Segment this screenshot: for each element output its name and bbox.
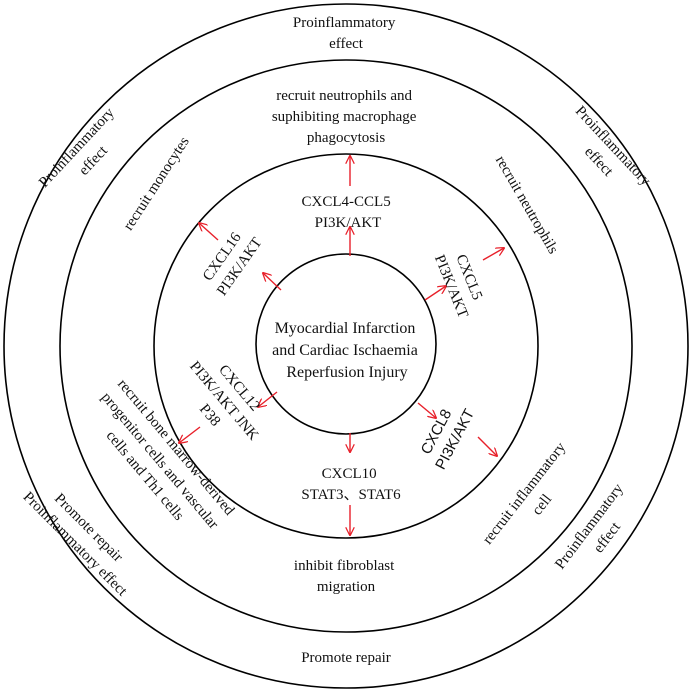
- inner-bottom-label: CXCL10 STAT3、STAT6: [301, 466, 401, 503]
- inner-upper-right-label: CXCL5 PI3K/AKT: [431, 245, 489, 320]
- outer-lower-left-label: Promote repair Proinflammatory effect: [20, 474, 146, 600]
- arrow-upper-right-inner: [424, 286, 446, 301]
- middle-bottom-label: inhibit fibroblast migration: [294, 558, 398, 595]
- middle-ring: [59, 59, 633, 633]
- inner-upper-left-label: CXCL16 PI3K/AKT: [198, 224, 266, 299]
- outer-upper-left-label: Proinflammatory effect: [36, 102, 136, 205]
- arrow-lower-left-inner: [258, 391, 278, 407]
- middle-upper-right-label: recruit neutrophils: [492, 153, 561, 257]
- outer-ring: [3, 3, 689, 689]
- inner-top-label: CXCL4-CCL5 PI3K/AKT: [302, 194, 395, 231]
- inner-lower-left-label: CXCL12 PI3K/AKT JNK P38: [171, 346, 279, 460]
- inner-ring: [153, 153, 539, 539]
- center-label: Myocardial Infarction and Cardiac Ischae…: [272, 320, 422, 381]
- outer-bottom-label: Promote repair: [301, 650, 391, 666]
- center-circle: [255, 253, 437, 435]
- middle-upper-left-label: recruit monocytes: [121, 134, 193, 233]
- arrow-upper-left-inner: [263, 273, 282, 291]
- arrow-lower-left-outer: [179, 426, 201, 443]
- outer-upper-right-label: Proinflammatory effect: [556, 103, 656, 206]
- outer-top-label: Proinflammatory effect: [293, 15, 399, 52]
- middle-top-label: recruit neutrophils and suphibiting macr…: [272, 88, 420, 146]
- arrow-upper-left-outer: [199, 223, 219, 241]
- arrow-lower-right-inner: [417, 402, 436, 418]
- outer-lower-right-label: Proinflammatory effect: [552, 478, 645, 585]
- arrow-upper-right-outer: [482, 248, 504, 261]
- arrow-lower-right-outer: [477, 436, 497, 456]
